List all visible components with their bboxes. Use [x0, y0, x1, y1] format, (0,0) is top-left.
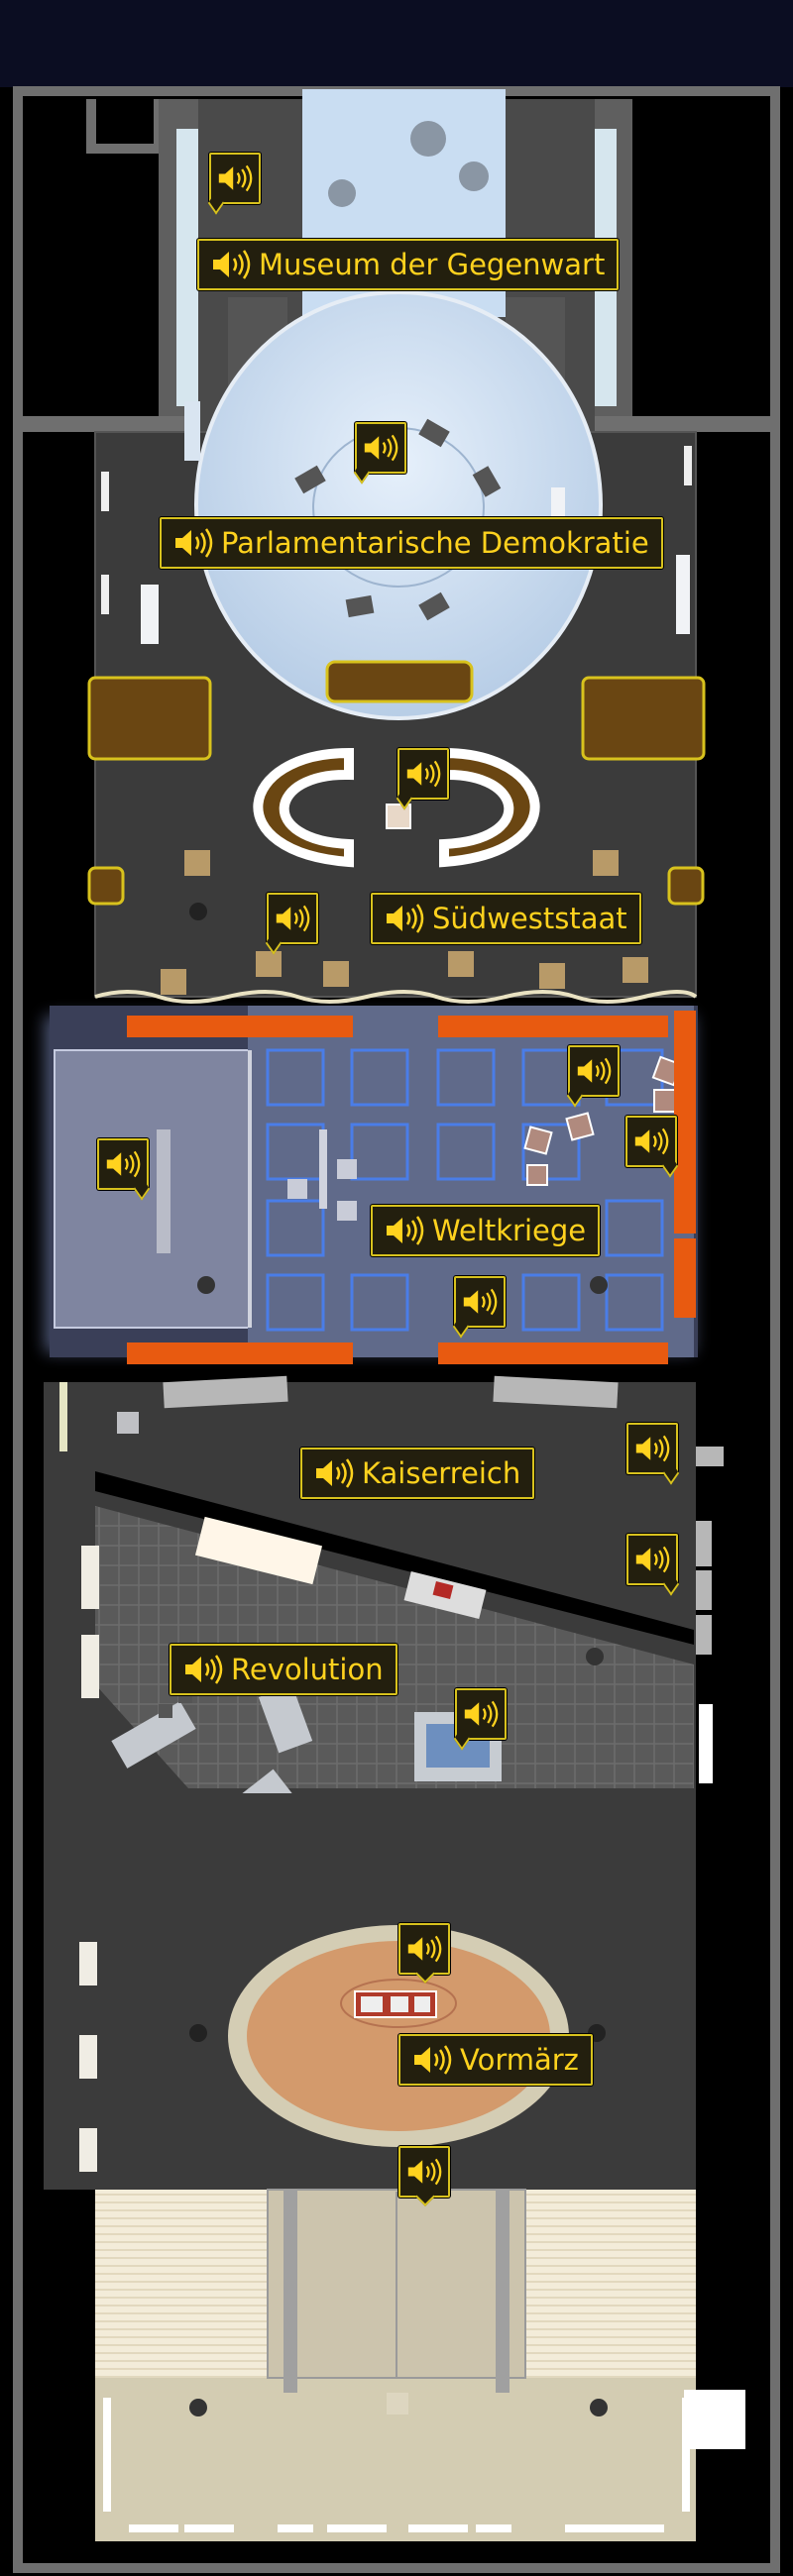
- audio-point-speaker-icon[interactable]: [209, 153, 261, 204]
- room-label-weltkriege[interactable]: Weltkriege: [371, 1205, 601, 1256]
- room-label-revolution[interactable]: Revolution: [170, 1644, 397, 1695]
- room-label-text: Revolution: [231, 1653, 384, 1686]
- audio-point-speaker-icon[interactable]: [626, 1423, 678, 1474]
- audio-point-speaker-icon[interactable]: [398, 1923, 450, 1975]
- audio-point-speaker-icon[interactable]: [397, 748, 449, 800]
- room-suedweststaat: [94, 747, 698, 1004]
- audio-point-speaker-icon[interactable]: [626, 1534, 678, 1585]
- speaker-sound-icon: [314, 1458, 354, 1488]
- room-label-suedweststaat[interactable]: Südweststaat: [371, 893, 641, 944]
- speaker-sound-icon: [412, 2045, 452, 2075]
- speaker-sound-icon: [173, 528, 213, 558]
- audio-point-speaker-icon[interactable]: [97, 1138, 149, 1190]
- room-label-vormaerz[interactable]: Vormärz: [398, 2034, 593, 2086]
- audio-point-speaker-icon[interactable]: [568, 1045, 620, 1097]
- audio-point-speaker-icon[interactable]: [625, 1116, 677, 1167]
- audio-point-speaker-icon[interactable]: [398, 2146, 450, 2198]
- entrance-foyer: [95, 2189, 745, 2541]
- room-label-museum-der-gegenwart[interactable]: Museum der Gegenwart: [197, 239, 620, 290]
- room-label-text: Vormärz: [460, 2043, 579, 2077]
- room-label-parlamentarische-demokratie[interactable]: Parlamentarische Demokratie: [160, 517, 663, 569]
- room-label-kaiserreich[interactable]: Kaiserreich: [300, 1448, 535, 1499]
- audio-point-speaker-icon[interactable]: [267, 893, 318, 944]
- audio-point-speaker-icon[interactable]: [455, 1688, 507, 1740]
- speaker-sound-icon: [183, 1655, 223, 1684]
- room-label-text: Museum der Gegenwart: [259, 248, 606, 281]
- room-label-text: Parlamentarische Demokratie: [221, 526, 649, 560]
- speaker-sound-icon: [385, 1216, 424, 1245]
- audio-point-speaker-icon[interactable]: [355, 422, 406, 474]
- room-label-text: Südweststaat: [432, 902, 627, 935]
- room-label-text: Kaiserreich: [362, 1456, 521, 1490]
- audio-point-speaker-icon[interactable]: [454, 1276, 506, 1328]
- room-vormaerz: [44, 1793, 696, 2190]
- speaker-sound-icon: [211, 250, 251, 279]
- speaker-sound-icon: [385, 904, 424, 933]
- room-label-text: Weltkriege: [432, 1214, 587, 1247]
